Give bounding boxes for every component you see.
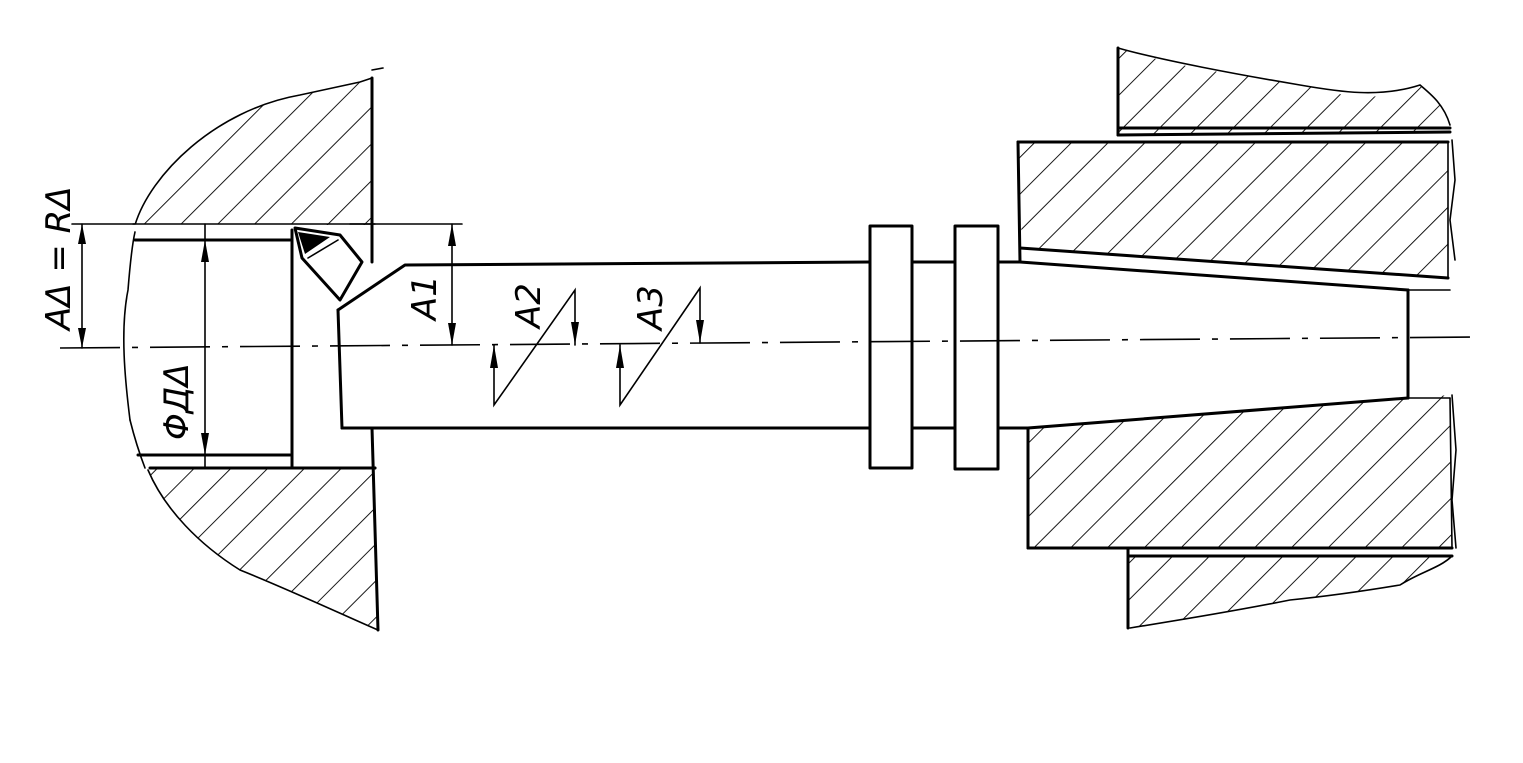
dimension-a2 xyxy=(490,287,579,408)
label-a2: A2 xyxy=(509,283,549,330)
dimension-radius xyxy=(71,223,136,349)
dimension-a1 xyxy=(349,223,463,346)
label-a1: A1 xyxy=(405,275,445,322)
collar-right xyxy=(953,224,1000,471)
label-phi-d-delta: ΦДΔ xyxy=(157,363,197,440)
label-a-delta-r-delta: AΔ = RΔ xyxy=(39,186,79,332)
workpiece-bore-face xyxy=(290,228,377,470)
label-a3: A3 xyxy=(631,285,671,332)
workpiece-upper-section xyxy=(132,67,384,264)
workpiece-lower-section xyxy=(123,231,380,632)
collar-left xyxy=(868,224,914,470)
spindle-sleeve xyxy=(1016,46,1457,630)
dimension-a3 xyxy=(616,285,704,408)
center-axis xyxy=(59,336,1481,349)
boring-bar xyxy=(336,260,1030,430)
dimension-diameter xyxy=(201,223,209,469)
cutting-insert xyxy=(293,226,364,302)
